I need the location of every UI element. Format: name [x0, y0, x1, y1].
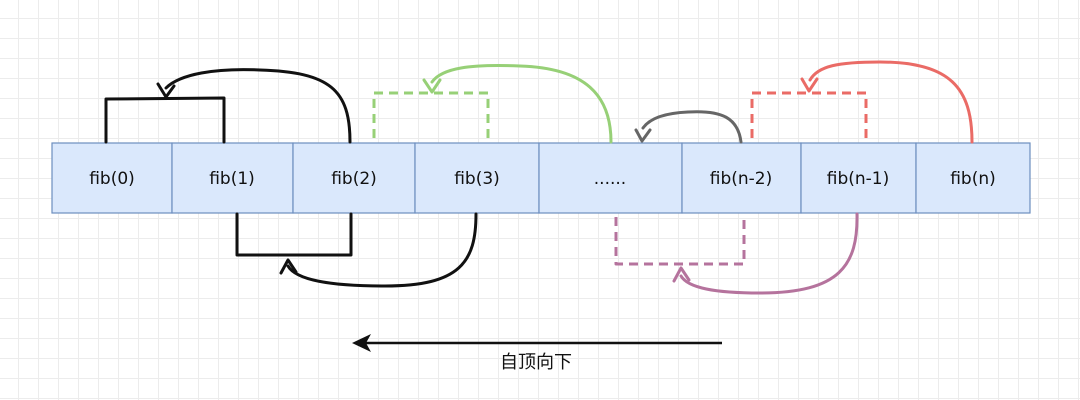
cell-fib-n	[915, 142, 1031, 214]
cell-label-fib-0: fib(0)	[89, 169, 135, 189]
cell-label-fib-n-2: fib(n-2)	[710, 169, 773, 189]
cell-fib-1	[171, 142, 294, 214]
arrow-fib-2-to-fib-0-1	[164, 68, 352, 144]
bracket-fib-1-fib-2-bottom	[235, 212, 353, 257]
arrows-from-fib-2	[104, 68, 478, 288]
cell-label-fib-n: fib(n)	[950, 169, 996, 189]
cell-label-fib-n-1: fib(n-1)	[827, 169, 890, 189]
arrowhead-green	[422, 78, 442, 94]
cell-label-fib-1: fib(1)	[209, 169, 255, 189]
arrow-fib-3-to-fib-1-2	[286, 212, 478, 288]
arrow-fib-n-to-fib-n-2-n-1	[808, 60, 974, 144]
arrows-green	[372, 64, 613, 144]
cell-fib-2	[292, 142, 416, 214]
bracket-fib-2-fib-3-top	[372, 91, 490, 138]
fib-array: fib(0) fib(1) fib(2) fib(3) ...... fib(n…	[51, 142, 1031, 214]
cell-fib-n-2	[681, 142, 802, 214]
direction-caption: 自顶向下	[500, 352, 572, 373]
arrowhead-fib-3-bottom	[279, 258, 298, 275]
arrowhead-fib-2-top	[156, 82, 176, 99]
direction-arrow-head	[352, 334, 371, 352]
arrowhead-purple	[672, 266, 691, 283]
bracket-ellipsis-fib-n-2-bottom	[614, 217, 746, 266]
arrowhead-gray	[634, 128, 652, 143]
arrow-fib-n-1-to-bottom	[679, 212, 859, 295]
arrow-ellipsis-to-fib-2-3	[430, 64, 613, 144]
cell-fib-0	[51, 142, 173, 214]
arrows-gray	[634, 110, 743, 144]
cell-label-fib-2: fib(2)	[331, 169, 377, 189]
bracket-fib-0-fib-1-top	[104, 96, 226, 144]
bracket-fib-n-2-fib-n-1-top	[750, 91, 868, 138]
cell-label-ellipsis: ......	[594, 169, 626, 189]
arrow-fib-n-2-to-ellipsis	[641, 110, 743, 144]
arrowhead-red	[800, 77, 819, 93]
arrows-red	[750, 60, 974, 144]
direction-indicator: 自顶向下	[352, 334, 722, 373]
arrows-purple	[614, 212, 859, 295]
cell-label-fib-3: fib(3)	[454, 169, 500, 189]
cell-ellipsis	[538, 142, 683, 214]
cell-fib-n-1	[800, 142, 917, 214]
cell-fib-3	[414, 142, 540, 214]
